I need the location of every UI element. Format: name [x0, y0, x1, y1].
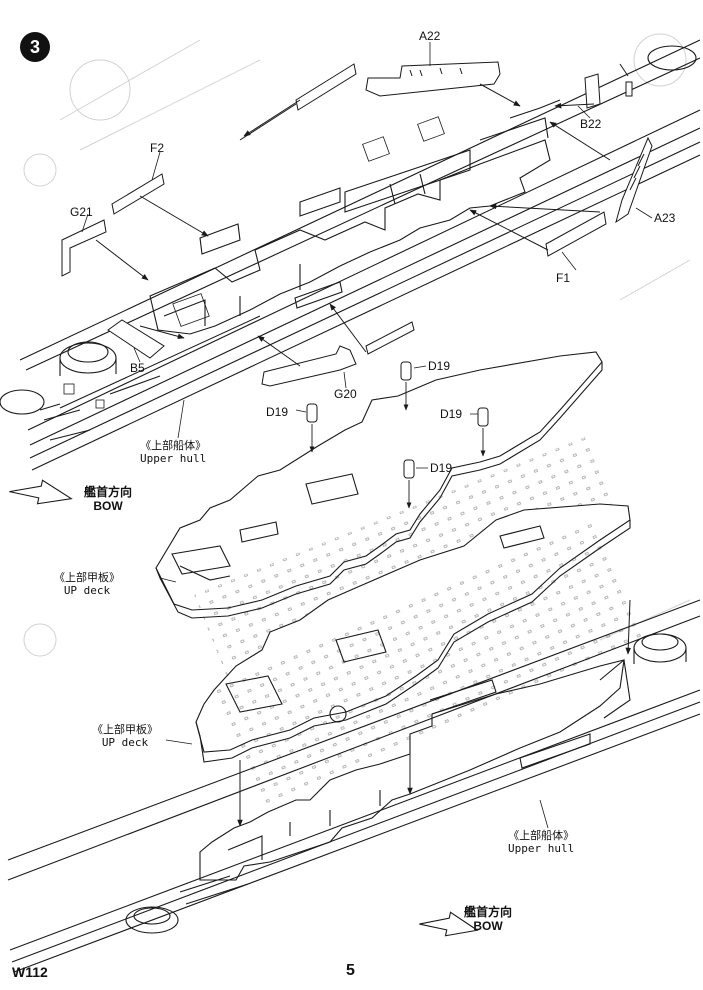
upper-hull-top-details	[63, 116, 445, 409]
label-d19-c: D19	[440, 407, 463, 421]
label-a23: A23	[654, 211, 676, 225]
label-b22: B22	[580, 117, 602, 131]
label-f1: F1	[556, 271, 571, 285]
up-deck-2	[195, 503, 649, 808]
label-d19-a: D19	[428, 359, 451, 373]
bow-cn: 艦首方向	[464, 905, 513, 919]
label-g20: G20	[334, 387, 357, 401]
callout-cn: 《上部船体》	[140, 439, 207, 452]
part-b22	[584, 63, 633, 109]
callout-bow-bottom: 艦首方向 BOW	[464, 905, 513, 934]
leader-lines-bottom	[539, 799, 549, 829]
part-g20	[261, 321, 415, 387]
callout-cn: 《上部船体》	[508, 829, 575, 842]
part-a22	[365, 61, 501, 97]
part-f1	[545, 211, 607, 257]
manual-code: W112	[12, 964, 48, 980]
leader-lines-top	[81, 42, 653, 439]
callout-cn: 《上部甲板》	[54, 571, 120, 584]
assembly-arrows-top	[95, 83, 611, 367]
label-d19-d: D19	[430, 461, 453, 475]
upper-hull-top	[0, 39, 701, 471]
pin-arrows	[309, 382, 486, 509]
bow-arrow-icon	[9, 479, 73, 505]
callout-en: Upper hull	[508, 841, 575, 855]
part-f2	[111, 173, 165, 215]
callout-upper-hull-top: 《上部船体》 Upper hull	[140, 439, 207, 465]
page-number: 5	[346, 962, 355, 979]
callout-bow-top: 艦首方向 BOW	[84, 485, 133, 514]
bleed-through-background	[23, 33, 691, 657]
upper-hull-bottom	[7, 599, 701, 973]
part-b5	[107, 319, 165, 359]
bow-en: BOW	[473, 918, 503, 933]
label-d19-b: D19	[266, 405, 289, 419]
callout-up-deck-2: 《上部甲板》 UP deck	[92, 723, 158, 749]
callout-upper-hull-bottom: 《上部船体》 Upper hull	[508, 829, 575, 855]
callout-en: UP deck	[63, 583, 111, 597]
assembly-arrows-bottom	[237, 599, 632, 827]
part-f2-rail	[239, 63, 357, 141]
part-g21	[61, 219, 107, 277]
callout-up-deck-1: 《上部甲板》 UP deck	[54, 571, 120, 597]
step-number-icon: 3	[20, 32, 50, 62]
up-deck-1	[155, 351, 627, 679]
bow-cn: 艦首方向	[84, 485, 133, 499]
label-a22: A22	[419, 29, 441, 43]
part-a23	[615, 136, 653, 224]
label-f2: F2	[150, 141, 165, 155]
bow-arrow-icon-bottom	[419, 911, 479, 937]
callout-cn: 《上部甲板》	[92, 723, 158, 736]
label-b5: B5	[130, 361, 145, 375]
callout-en: UP deck	[101, 735, 149, 749]
bow-en: BOW	[93, 498, 123, 513]
pin-leaders	[159, 365, 478, 745]
label-g21: G21	[70, 205, 93, 219]
callout-en: Upper hull	[140, 451, 207, 465]
part-d19-pins	[306, 361, 489, 479]
